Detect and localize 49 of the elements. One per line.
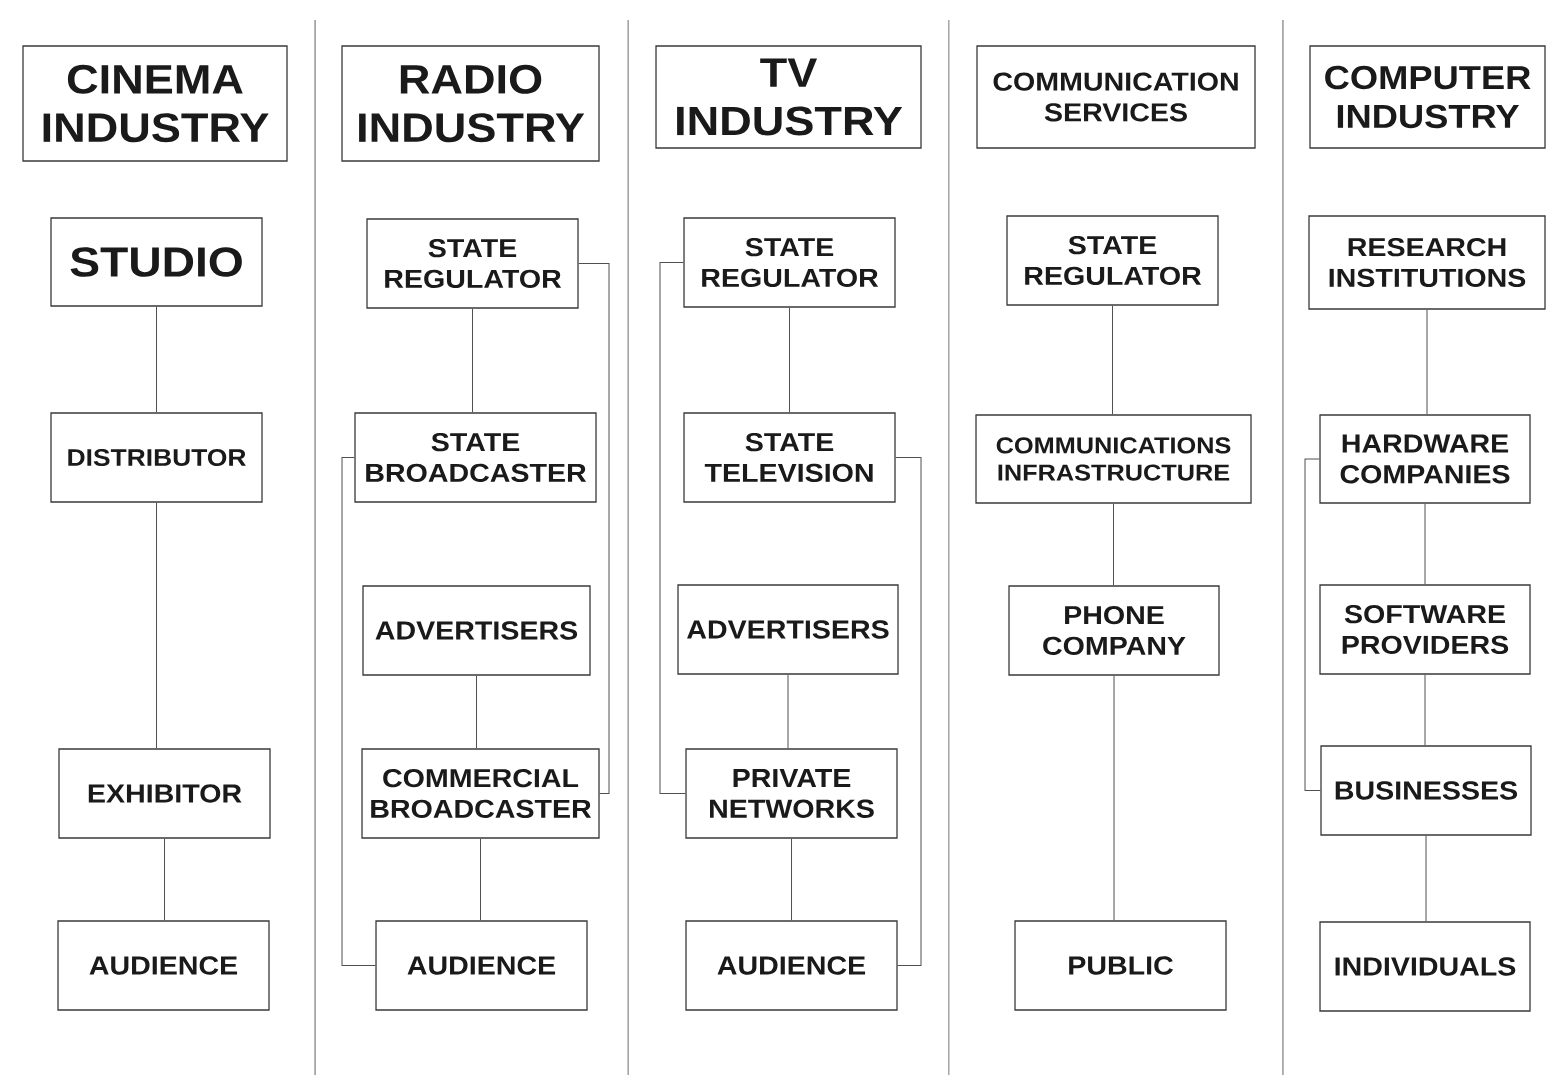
heading-box: COMPUTER INDUSTRY bbox=[1309, 45, 1546, 149]
connector-line bbox=[895, 457, 922, 966]
entity-box: STUDIO bbox=[50, 217, 263, 307]
entity-box: COMMUNICATIONS INFRASTRUCTURE bbox=[975, 414, 1252, 504]
heading-box: COMMUNICATION SERVICES bbox=[976, 45, 1256, 149]
entity-box: PRIVATE NETWORKS bbox=[685, 748, 898, 839]
entity-box: STATE TELEVISION bbox=[683, 412, 896, 503]
entity-box: STATE REGULATOR bbox=[366, 218, 579, 309]
connector-line bbox=[164, 838, 165, 921]
entity-box: HARDWARE COMPANIES bbox=[1319, 414, 1531, 504]
connector-line bbox=[1424, 503, 1426, 585]
heading-box: TV INDUSTRY bbox=[655, 45, 922, 149]
connector-line bbox=[1304, 458, 1321, 791]
connector-line bbox=[1425, 835, 1427, 922]
entity-box: EXHIBITOR bbox=[58, 748, 271, 839]
entity-box: STATE REGULATOR bbox=[683, 217, 896, 308]
connector-line bbox=[1113, 675, 1115, 921]
entity-box: RESEARCH INSTITUTIONS bbox=[1308, 215, 1546, 310]
entity-box: PUBLIC bbox=[1014, 920, 1227, 1011]
connector-line bbox=[472, 308, 473, 413]
entity-box: INDIVIDUALS bbox=[1319, 921, 1531, 1012]
connector-line bbox=[791, 838, 792, 921]
entity-box: AUDIENCE bbox=[57, 920, 270, 1011]
connector-line bbox=[480, 838, 481, 921]
entity-box: BUSINESSES bbox=[1320, 745, 1532, 836]
connector-line bbox=[787, 674, 789, 749]
connector-line bbox=[1113, 503, 1114, 586]
entity-box: AUDIENCE bbox=[375, 920, 588, 1011]
entity-box: DISTRIBUTOR bbox=[50, 412, 263, 503]
entity-box: COMMERCIAL BROADCASTER bbox=[361, 748, 600, 839]
heading-box: CINEMA INDUSTRY bbox=[22, 45, 288, 162]
connector-line bbox=[659, 262, 686, 794]
entity-box: ADVERTISERS bbox=[677, 584, 899, 675]
entity-box: SOFTWARE PROVIDERS bbox=[1319, 584, 1531, 675]
heading-box: RADIO INDUSTRY bbox=[341, 45, 600, 162]
entity-box: ADVERTISERS bbox=[362, 585, 591, 676]
connector-line bbox=[156, 502, 157, 749]
connector-line bbox=[156, 306, 157, 413]
entity-box: AUDIENCE bbox=[685, 920, 898, 1011]
entity-box: PHONE COMPANY bbox=[1008, 585, 1220, 676]
connector-line bbox=[341, 457, 376, 966]
entity-box: STATE REGULATOR bbox=[1006, 215, 1219, 306]
connector-line bbox=[1112, 305, 1113, 415]
connector-line bbox=[476, 675, 477, 749]
connector-line bbox=[1424, 674, 1426, 746]
connector-line bbox=[789, 307, 790, 413]
connector-line bbox=[578, 263, 610, 794]
entity-box: STATE BROADCASTER bbox=[354, 412, 597, 503]
connector-line bbox=[1426, 309, 1428, 415]
